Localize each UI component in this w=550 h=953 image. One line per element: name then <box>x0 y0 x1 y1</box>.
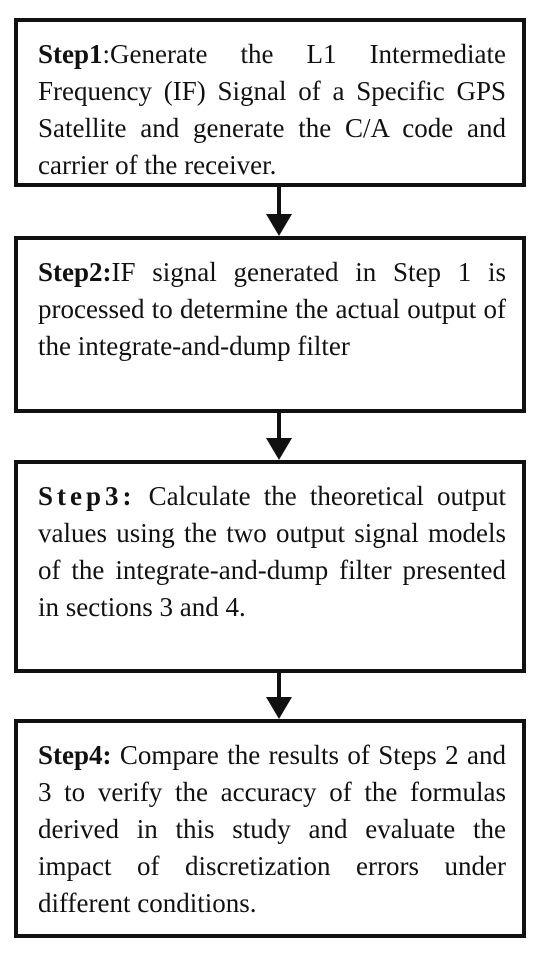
arrow-down-icon <box>266 214 292 236</box>
arrow-2-3-connector <box>266 413 292 460</box>
step-3-box: Step3: Calculate the theoretical output … <box>14 460 526 673</box>
step-1-box: Step1:Generate the L1 Intermediate Frequ… <box>14 18 526 187</box>
step-3-label: Step3: <box>38 481 136 511</box>
step-4-label: Step4: <box>38 740 112 770</box>
arrow-down-icon <box>266 697 292 719</box>
step-2-label: Step2: <box>38 257 112 287</box>
step-2-box: Step2:IF signal generated in Step 1 is p… <box>14 236 526 413</box>
step-4-text: Compare the results of Steps 2 and 3 to … <box>38 740 506 918</box>
arrow-3-4-connector <box>266 673 292 719</box>
arrow-down-icon <box>266 438 292 460</box>
step-4-box: Step4: Compare the results of Steps 2 an… <box>14 719 526 938</box>
step-1-label: Step1 <box>38 39 103 69</box>
step-1-text: :Generate the L1 Intermediate Frequency … <box>38 39 506 180</box>
step-3-text: Calculate the theoretical output values … <box>38 481 506 622</box>
arrow-1-2-connector <box>266 187 292 236</box>
step-2-text: IF signal generated in Step 1 is process… <box>38 257 506 361</box>
